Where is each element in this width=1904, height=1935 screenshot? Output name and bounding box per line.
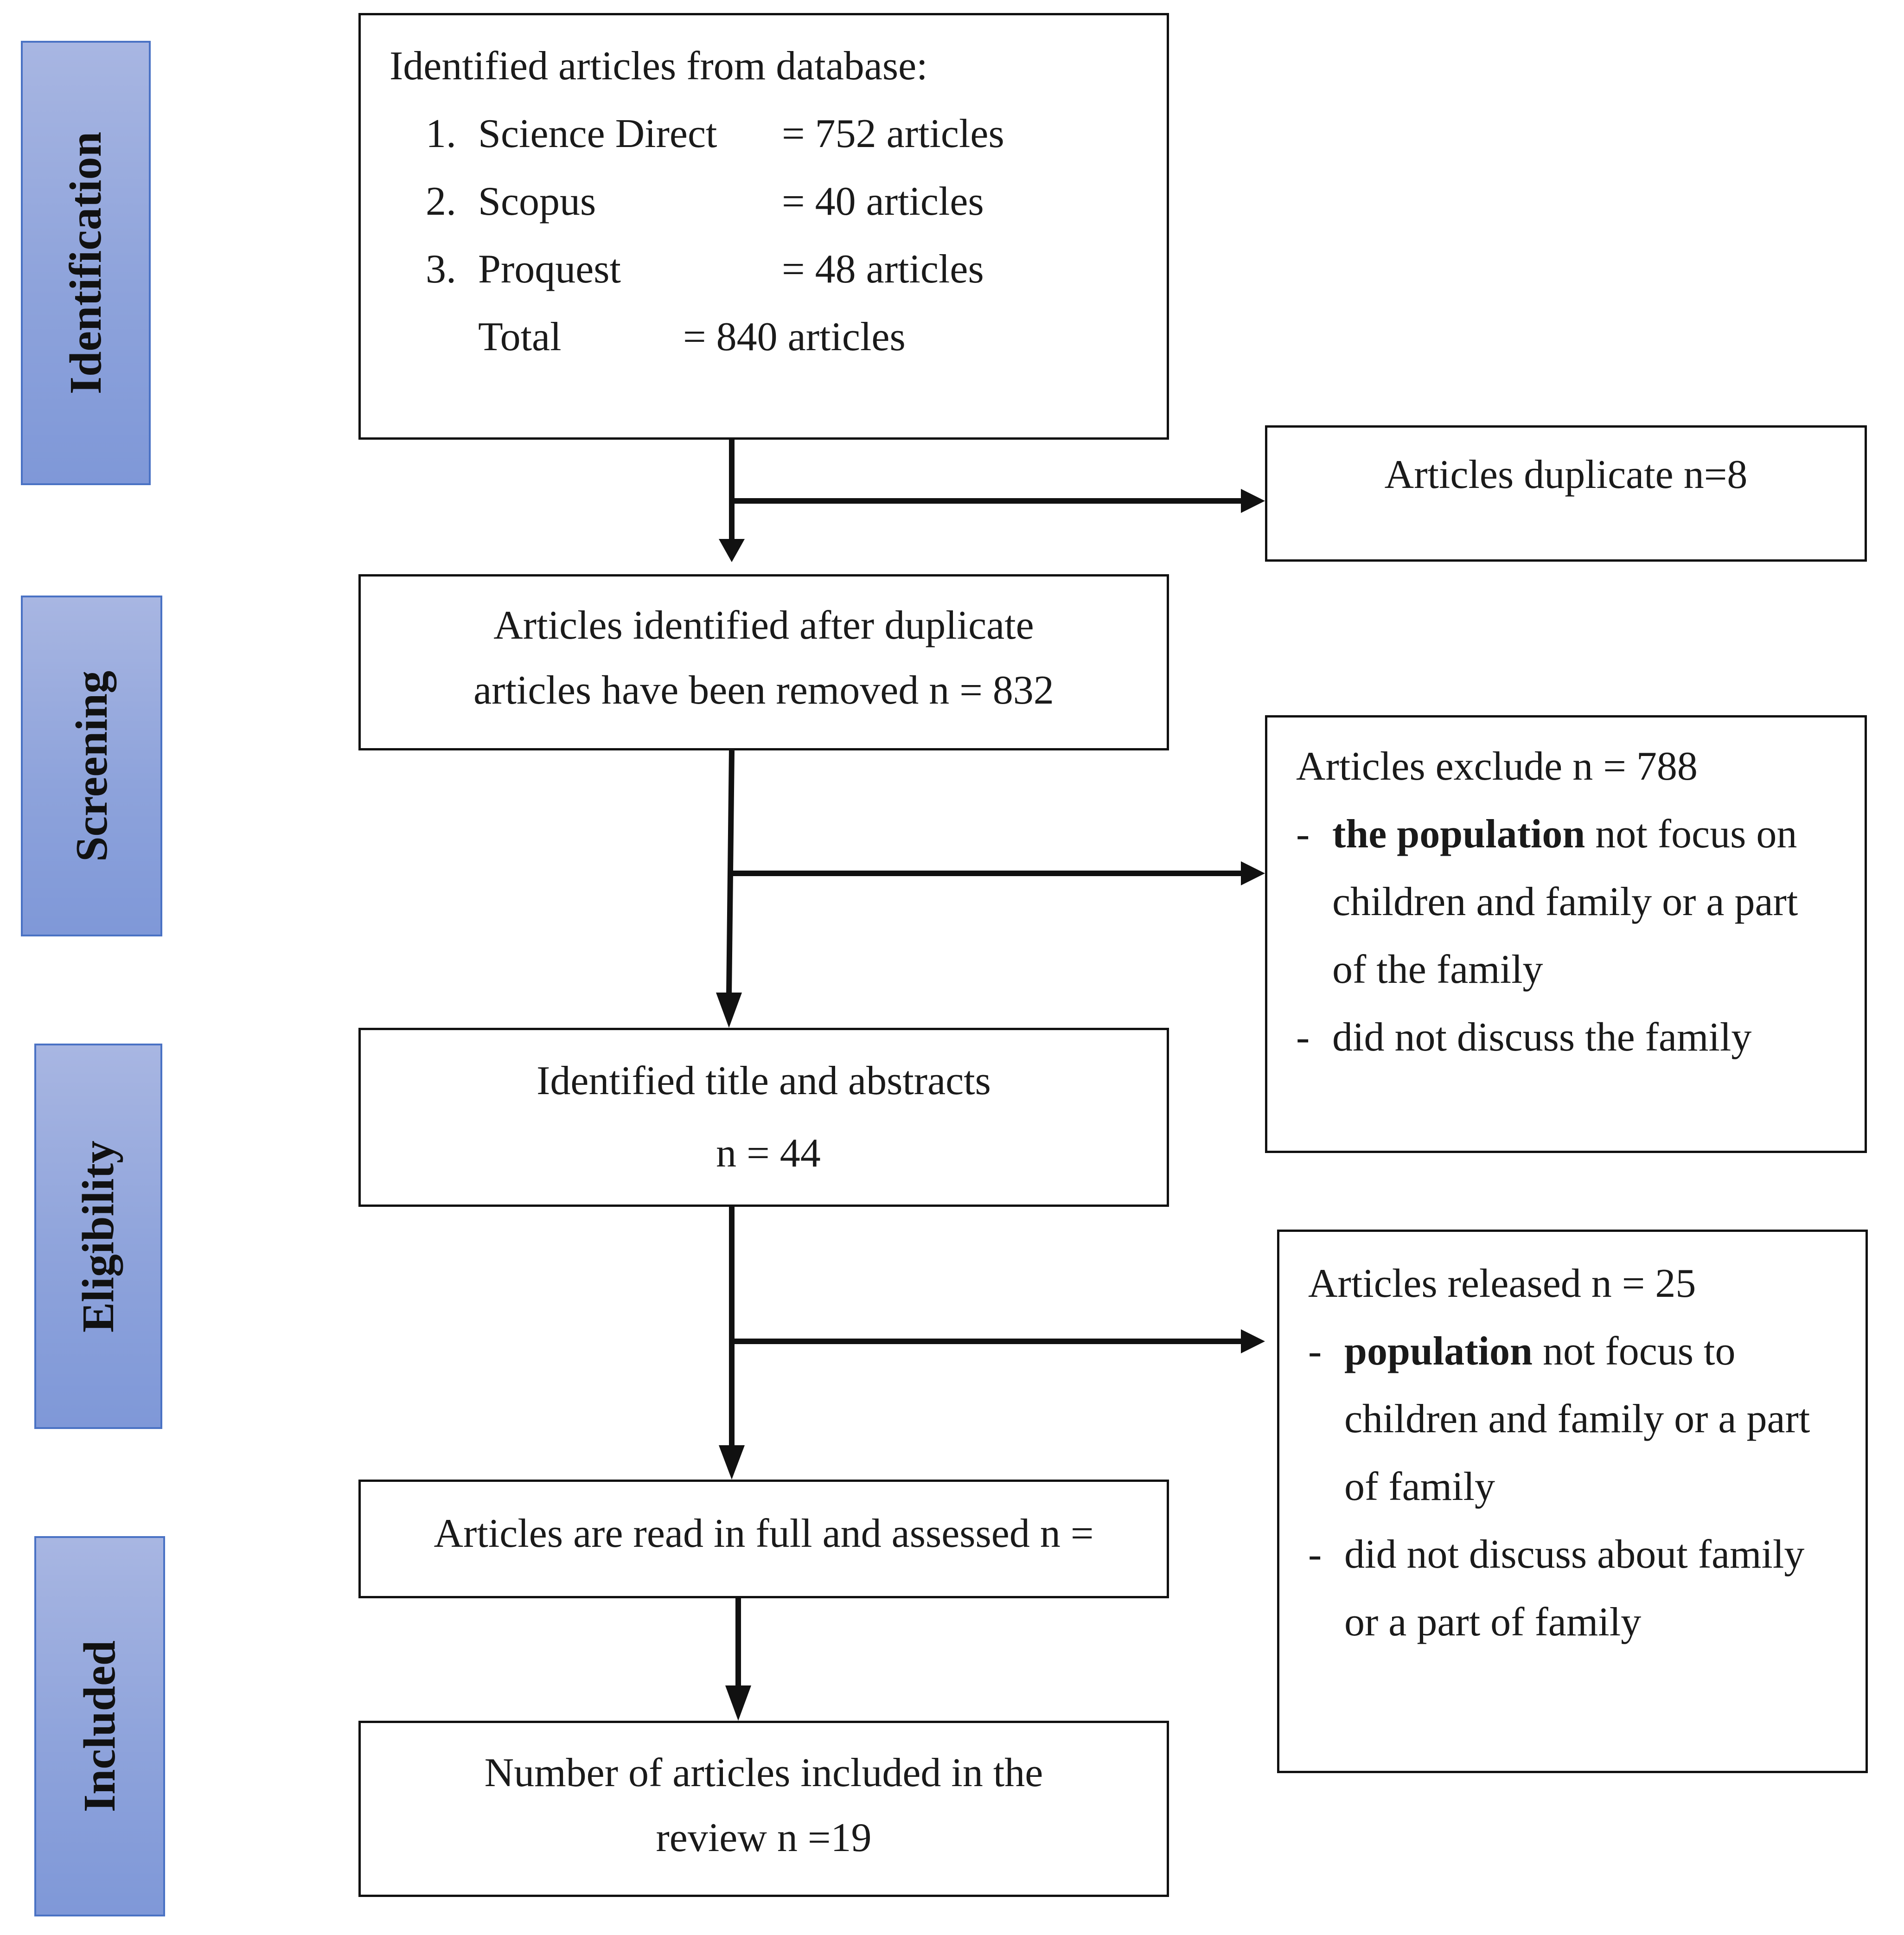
exclude-bullet-1: - [1296,812,1310,857]
arrowhead-down [725,1685,751,1721]
released-bullet-2: - [1308,1532,1322,1577]
source-number: 2. [426,179,456,224]
source-name: Science Direct [478,111,717,156]
released-bullet-1: - [1308,1329,1322,1374]
duplicate-text: Articles duplicate n=8 [1384,452,1748,497]
included-line-2: review n =19 [656,1815,872,1860]
released-title: Articles released n = 25 [1308,1261,1696,1306]
arrowhead-right [1241,861,1265,885]
source-number: 3. [426,247,456,292]
title-abstract-line-2: n = 44 [716,1131,821,1176]
phase-identification: Identification [21,41,151,485]
phase-eligibility: Eligibility [34,1044,162,1429]
source-number: 1. [426,111,456,156]
phase-screening: Screening [21,596,162,936]
total-label: Total [478,314,562,359]
exclude-reason-1-rest: not focus on [1585,812,1797,857]
total-value: = 840 articles [683,314,906,359]
released-reason-2-line-2: or a part of family [1344,1600,1642,1645]
after-duplicate-line-2: articles have been removed n = 832 [473,668,1054,713]
fulltext-box: Articles are read in full and assessed n… [358,1480,1169,1598]
released-reason-1: population not focus to [1344,1331,1735,1372]
arrowhead-down [719,1445,745,1480]
title-abstract-line-1: Identified title and abstracts [537,1058,991,1103]
released-reason-1-line-2: children and family or a part [1344,1397,1810,1442]
included-line-1: Number of articles included in the [484,1750,1043,1795]
after-duplicate-line-1: Articles identified after duplicate [493,603,1034,648]
source-name: Scopus [478,179,596,224]
exclude-title: Articles exclude n = 788 [1296,744,1698,789]
arrowhead-right [1241,1329,1265,1353]
duplicate-box: Articles duplicate n=8 [1265,425,1867,562]
released-reason-1-line-3: of family [1344,1464,1495,1509]
released-reason-1-rest: not focus to [1532,1329,1736,1374]
exclude-reason-1-bold: the population [1332,812,1585,857]
identification-title: Identified articles from database: [390,44,928,89]
arrowhead-down [719,539,745,562]
arrowhead-right [1241,489,1265,513]
exclude-bullet-2: - [1296,1015,1310,1060]
title-abstract-box: Identified title and abstracts n = 44 [358,1028,1169,1207]
source-value: = 752 articles [782,111,1004,156]
exclude-reason-1-line-2: children and family or a part [1332,879,1798,924]
released-reason-1-bold: population [1344,1329,1533,1374]
source-value: = 48 articles [782,247,984,292]
identification-box: Identified articles from database: 1. Sc… [358,13,1169,440]
released-box: Articles released n = 25 - population no… [1277,1230,1868,1773]
exclude-reason-1-line-3: of the family [1332,947,1543,992]
fulltext-text: Articles are read in full and assessed n… [434,1511,1094,1556]
included-box: Number of articles included in the revie… [358,1721,1169,1897]
source-name: Proquest [478,247,621,292]
exclude-reason-1: the population not focus on [1332,814,1797,855]
after-duplicate-box: Articles identified after duplicate arti… [358,574,1169,750]
arrowhead-down [716,993,742,1028]
source-value: = 40 articles [782,179,984,224]
phase-included: Included [34,1536,165,1916]
released-reason-2: did not discuss about family [1344,1532,1805,1577]
exclude-box: Articles exclude n = 788 - the populatio… [1265,715,1867,1153]
exclude-reason-2: did not discuss the family [1332,1015,1752,1060]
